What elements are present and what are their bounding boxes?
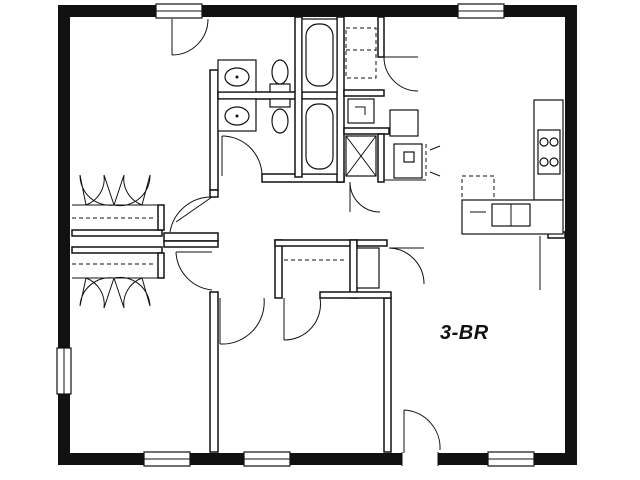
tub-wall-right [336,16,345,183]
window-left [56,347,72,395]
hall-wall-left-upper [163,232,219,242]
pantry-door [388,247,425,285]
linen-door [383,56,419,92]
bath-wall-bottom [261,173,345,183]
pantry-wall-top [356,239,388,247]
hall-wall-left-lower [163,240,219,248]
washer [389,109,419,137]
window-top-left [155,3,203,19]
window-bottom-center [243,451,291,467]
toilet-1-bowl [271,59,289,85]
windows [56,3,535,467]
center-bedroom-wall-top [319,291,392,299]
hall-wall-stub [209,189,219,198]
closet-wall-top [274,239,358,247]
linen-divider [343,89,385,97]
closet-jamb-lower [157,252,165,279]
toilet-2-bowl [271,108,289,134]
linen-shelf-dashed [345,27,377,79]
bedroom-1-door [169,196,213,233]
closet-wall-mid-top [71,229,163,237]
bath-divider [217,91,344,100]
window-bottom-right [487,451,535,467]
closet-wall-left [274,239,283,299]
unit-type-label: 3-BR [440,322,489,344]
left-closets [72,174,346,309]
toilet-1-tank [269,83,291,93]
bath-wall-left [209,69,219,191]
center-bedroom-wall-right [383,297,392,453]
exterior-wall-right [565,5,577,465]
water-heater [347,98,375,124]
closet-wall-right [349,239,358,299]
hall-doors [169,196,425,345]
pantry-shelf [356,247,380,289]
closet-jamb-upper [157,204,165,231]
tub-2-basin [305,103,334,170]
bathroom-2 [217,98,338,177]
tub-1-basin [305,23,334,87]
window-bottom-left [143,451,191,467]
linen-wall-right-top [377,16,385,58]
bath-1-door [171,18,209,56]
bathroom-1 [171,18,338,93]
bedroom-3-door [219,297,265,345]
toilet-2-tank [269,98,291,108]
entry-door [401,409,441,466]
utility-closets [345,27,441,213]
utility-door [349,181,381,213]
range [537,129,561,175]
window-top-right [457,3,505,19]
laundry-wall-top [343,127,390,135]
tub-wall-left [294,16,303,178]
center-bedroom-wall-left [209,291,219,453]
closet-wall-mid-bottom [71,246,163,254]
bath-2-door [221,135,263,177]
bedroom-2-door [175,251,213,291]
laundry-wall-right [377,133,385,183]
interior-walls [71,16,566,453]
kitchen [461,99,564,290]
refrigerator-dashed [461,175,495,201]
exterior-wall-left [58,5,70,465]
closet-door-center [283,297,321,341]
